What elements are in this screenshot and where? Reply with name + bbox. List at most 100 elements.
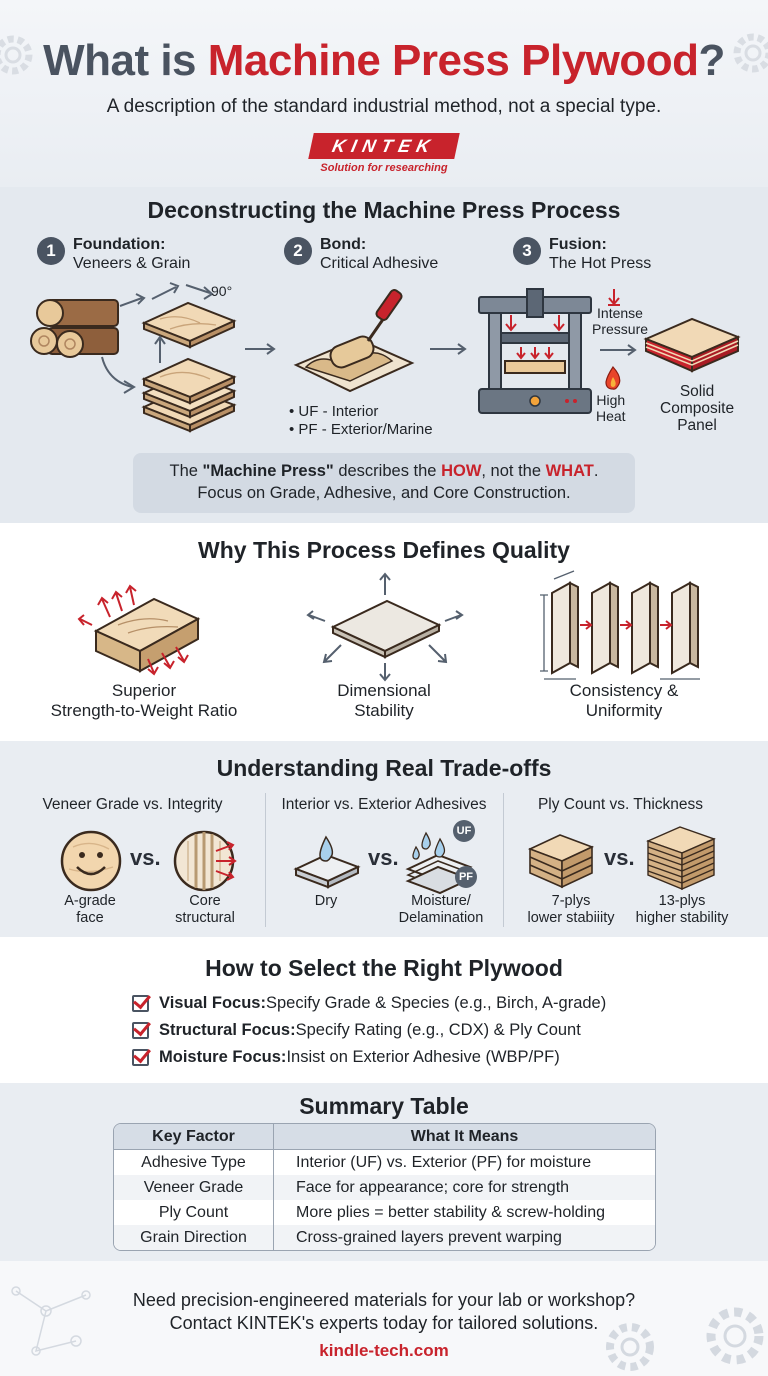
checklist-item: Structural Focus: Specify Rating (e.g., … <box>132 1017 606 1044</box>
page-subtitle: A description of the standard industrial… <box>106 96 662 117</box>
selection-heading: How to Select the Right Plywood <box>205 955 563 981</box>
vs-label: vs. <box>604 845 635 870</box>
checkbox-checked-icon <box>132 995 149 1012</box>
angle-label: 90° <box>211 283 233 299</box>
summary-heading: Summary Table <box>299 1093 469 1119</box>
arrow-icon <box>101 356 136 394</box>
uf-badge: UF <box>456 825 472 837</box>
arrow-up-icon <box>154 335 166 363</box>
title-highlight: Machine Press Plywood <box>207 36 699 85</box>
step-foundation: 1 Foundation:Veneers & Grain <box>37 235 190 273</box>
checklist-item: Visual Focus: Specify Grade & Species (e… <box>132 990 606 1017</box>
logs-icon <box>30 299 119 358</box>
checkbox-checked-icon <box>132 1022 149 1039</box>
step-number: 1 <box>37 237 65 265</box>
step-number: 2 <box>284 237 312 265</box>
tradeoff-left-label: Dry <box>314 893 338 909</box>
gear-icon <box>733 33 768 73</box>
table-cell: Adhesive Type <box>114 1150 274 1175</box>
network-decoration-icon <box>11 1286 91 1356</box>
process-section: Deconstructing the Machine Press Process… <box>0 187 768 523</box>
gear-icon <box>706 1307 764 1365</box>
website-link[interactable]: kindle-tech.com <box>319 1341 449 1360</box>
step-title: Fusion: <box>549 236 607 253</box>
divider <box>265 793 266 927</box>
checklist-item: Moisture Focus: Insist on Exterior Adhes… <box>132 1044 606 1071</box>
step-fusion: 3 Fusion:The Hot Press <box>513 235 651 273</box>
seven-ply-icon <box>527 834 595 889</box>
table-cell: Veneer Grade <box>114 1175 274 1200</box>
table-row: Adhesive Type Interior (UF) vs. Exterior … <box>114 1150 655 1175</box>
summary-section: Summary Table Key Factor What It Means A… <box>0 1083 768 1261</box>
arrow-right-icon <box>600 344 637 356</box>
table-cell: Grain Direction <box>114 1225 274 1250</box>
hot-press-machine-icon <box>478 288 592 414</box>
arrow-right-icon <box>430 343 467 355</box>
header-band: What is Machine Press Plywood? A descrip… <box>0 0 768 187</box>
gear-icon <box>606 1323 654 1371</box>
table-cell: Ply Count <box>114 1200 274 1225</box>
smiley-veneer-icon <box>60 830 122 892</box>
stability-panel-icon <box>306 572 464 682</box>
table-cell: Cross-grained layers prevent warping <box>274 1225 655 1250</box>
checkbox-checked-icon <box>132 1049 149 1066</box>
flame-icon <box>605 366 621 390</box>
dry-panel-icon <box>293 835 361 889</box>
arrow-icon <box>119 293 146 307</box>
selection-checklist: Visual Focus: Specify Grade & Species (e… <box>132 990 606 1071</box>
column-header: What It Means <box>274 1124 655 1150</box>
quality-section: Why This Process Defines Quality Superio… <box>0 523 768 741</box>
rotate-arrows-icon <box>151 282 214 300</box>
step-bond: 2 Bond: Critical Adhesive <box>284 235 438 273</box>
logo-tagline: Solution for researching <box>320 162 448 174</box>
table-cell: More plies = better stability & screw-ho… <box>296 1203 606 1221</box>
tradeoff-right-label: Moisture/Delamination <box>398 893 484 926</box>
glue-roller-icon <box>293 289 415 393</box>
table-cell: Interior (UF) vs. Exterior (PF) for mois… <box>296 1153 592 1171</box>
thirteen-ply-icon <box>646 826 716 891</box>
pf-badge: PF <box>458 871 474 883</box>
step-subtitle: Critical Adhesive <box>320 255 439 272</box>
summary-table: Key Factor What It Means Adhesive Type In… <box>113 1123 656 1251</box>
tradeoff-title: Veneer Grade vs. Integrity <box>42 796 223 813</box>
quality-heading: Why This Process Defines Quality <box>198 537 570 563</box>
moisture-panel-icon <box>405 820 477 895</box>
divider <box>503 793 504 927</box>
page-title: What is Machine Press Plywood? <box>43 36 725 85</box>
veneer-sheet-icon <box>141 301 237 349</box>
vs-label: vs. <box>130 845 161 870</box>
core-structure-icon <box>173 830 237 892</box>
step-subtitle: Veneers & Grain <box>73 255 191 272</box>
process-note: The "Machine Press" describes the HOW, n… <box>133 453 635 513</box>
composite-panel-icon <box>643 317 741 373</box>
footer-section: Need precision-engineered materials for … <box>0 1261 768 1376</box>
tradeoff-title: Interior vs. Exterior Adhesives <box>281 796 487 813</box>
adhesive-pf: • PF - Exterior/Marine <box>289 421 433 438</box>
arrow-right-icon <box>245 343 276 355</box>
step-title: Bond: <box>320 236 367 253</box>
strength-beam-icon <box>77 584 201 676</box>
adhesive-uf: • UF - Interior <box>289 403 379 420</box>
pressure-arrow-icon <box>608 289 620 306</box>
tradeoffs-section: Understanding Real Trade-offs Veneer Gra… <box>0 741 768 937</box>
gear-icon <box>0 35 33 75</box>
step-subtitle: The Hot Press <box>549 255 652 272</box>
process-heading: Deconstructing the Machine Press Process <box>147 197 621 223</box>
table-header-row: Key Factor What It Means <box>114 1124 655 1150</box>
table-cell: Face for appearance; core for strength <box>274 1175 655 1200</box>
tradeoffs-heading: Understanding Real Trade-offs <box>216 755 552 781</box>
footer-cta: Need precision-engineered materials for … <box>132 1290 636 1333</box>
quality-item-consistency: Consistency &Uniformity <box>569 681 679 720</box>
kintek-logo: KINTEK <box>308 133 460 159</box>
